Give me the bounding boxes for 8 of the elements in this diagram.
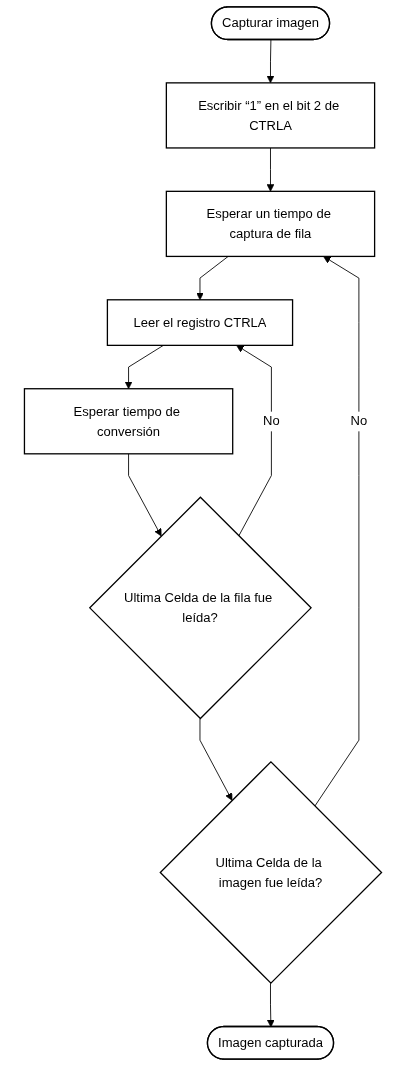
node-box: Esperar un tiempo de captura de fila	[165, 190, 376, 258]
node-box: Leer el registro CTRLA	[106, 299, 294, 346]
edge-label: No	[350, 413, 368, 429]
node-diamond: Ultima Celda de la fila fue leída?	[88, 496, 312, 720]
node-box: Esperar tiempo de conversión	[23, 388, 234, 455]
edge-label: No	[263, 413, 280, 429]
node-box: Escribir “1” en el bit 2 de CTRLA	[165, 82, 376, 149]
node-diamond: Ultima Celda de la imagen fue leída?	[159, 760, 383, 985]
